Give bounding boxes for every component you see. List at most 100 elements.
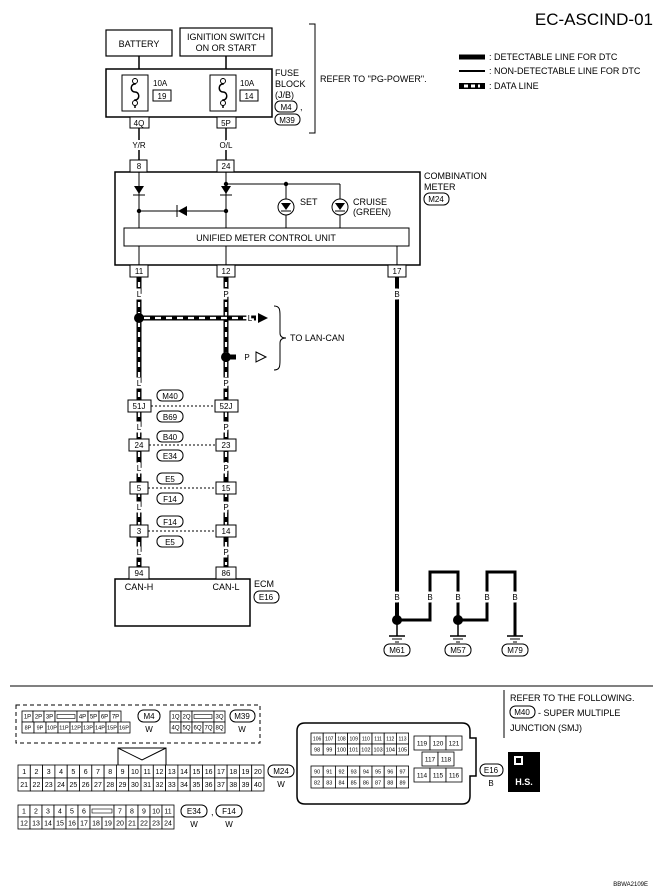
- connector-cavity: [161, 816, 175, 830]
- connector-pin-label: 21: [20, 782, 28, 789]
- fuse-block-label-3: (J/B): [275, 90, 294, 100]
- combo-label-2: METER: [424, 182, 456, 192]
- fuse-conn-m39: M39: [279, 116, 295, 125]
- pin-14: 14: [222, 527, 231, 536]
- connector-pin-label: 13P: [83, 725, 93, 731]
- connector-pin-label: 106: [313, 736, 322, 742]
- connector-pin-label: 115: [433, 772, 444, 779]
- wire-color-b-2: B: [394, 593, 399, 602]
- e34-label: E34: [187, 807, 202, 816]
- set-label: SET: [300, 197, 318, 207]
- ecm-conn: E16: [259, 593, 274, 602]
- pin-meter-12: 12: [222, 267, 231, 276]
- connector-pin-label: 4P: [79, 715, 86, 721]
- refer-line-3: JUNCTION (SMJ): [510, 723, 582, 733]
- connector-pin-label: 108: [337, 736, 346, 742]
- connector-pin-label: 39: [242, 782, 250, 789]
- connector-pin-label: 87: [375, 780, 381, 786]
- ground-icon-1: [389, 635, 405, 643]
- connector-pin-label: 11P: [59, 725, 69, 731]
- connector-pin-label: 102: [361, 747, 370, 753]
- connector-pin-label: 11: [164, 809, 171, 816]
- connector-pin-label: 118: [441, 756, 452, 763]
- pin-51j: 51J: [133, 402, 146, 411]
- connector-pin-label: 28: [106, 782, 114, 789]
- fuse-19-amp: 10A: [153, 79, 168, 88]
- connector-pin-label: 26: [82, 782, 90, 789]
- connector-pin-label: 8P: [25, 725, 32, 731]
- wire-color-l-6: L: [137, 548, 142, 557]
- connector-pin-label: 4: [58, 809, 62, 816]
- wire-color-l-5: L: [137, 503, 142, 512]
- connector-pin-label: 97: [399, 769, 405, 775]
- connector-pin-label: 119: [417, 740, 428, 747]
- wire-color-b-1: B: [394, 290, 399, 299]
- wire-color-yr: Y/R: [132, 141, 146, 150]
- connector-pin-label: 85: [351, 780, 357, 786]
- cruise-lamp-icon: [331, 198, 349, 216]
- connector-pin-label: 100: [337, 747, 346, 753]
- connector-pin-label: 14: [180, 769, 188, 776]
- connector-pin-label: 40: [254, 782, 262, 789]
- connector-pin-label: 6: [82, 809, 86, 816]
- fuse-19-num: 19: [158, 92, 167, 101]
- ground-m61: M61: [389, 646, 405, 655]
- pin-5p: 5P: [221, 119, 231, 128]
- connector-pin-label: 5: [71, 769, 75, 776]
- connector-pin-label: 121: [449, 740, 460, 747]
- legend-non-detectable: : NON-DETECTABLE LINE FOR DTC: [489, 66, 641, 76]
- connector-pin-label: 25: [69, 782, 77, 789]
- connector-pin-label: 3Q: [215, 715, 223, 721]
- connector-pin-label: 3P: [46, 715, 53, 721]
- wire-color-b-4: B: [455, 593, 460, 602]
- connector-pin-label: 15P: [107, 725, 117, 731]
- connector-pin-label: 17: [80, 821, 88, 828]
- joint-e5-2: E5: [165, 538, 175, 547]
- lan-wire-l: L: [248, 314, 253, 323]
- connector-pin-label: 10P: [47, 725, 57, 731]
- junction-1: 51J 52J M40 B69: [127, 389, 239, 423]
- m39-color: W: [238, 725, 246, 734]
- connector-pin-label: 3: [47, 769, 51, 776]
- joint-e5: E5: [165, 475, 175, 484]
- refer-line-1: REFER TO THE FOLLOWING.: [510, 693, 635, 703]
- joint-m40: M40: [162, 392, 178, 401]
- joint-f14-2: F14: [163, 518, 177, 527]
- m24-label: M24: [273, 767, 289, 776]
- ecm-can-l: CAN-L: [212, 582, 239, 592]
- connector-pin-label: 105: [398, 747, 407, 753]
- connector-pin-label: 14: [44, 821, 52, 828]
- connector-pin-label: 2: [34, 809, 38, 816]
- connector-pin-label: 2P: [35, 715, 42, 721]
- pin-meter-24: 24: [222, 162, 231, 171]
- connector-key-icon: [91, 808, 113, 814]
- fuse-conn-sep: ,: [300, 102, 303, 112]
- connector-pin-label: 12P: [71, 725, 81, 731]
- connector-pin-label: 10: [131, 769, 139, 776]
- wire-color-b-3: B: [427, 593, 432, 602]
- connector-pin-label: 19: [104, 821, 112, 828]
- connector-pin-label: 12: [156, 769, 164, 776]
- fuse-14-amp: 10A: [240, 79, 255, 88]
- connector-pin-label: 34: [180, 782, 188, 789]
- connector-pin-label: 7: [96, 769, 100, 776]
- cruise-label-1: CRUISE: [353, 197, 387, 207]
- wire-color-l-4: L: [137, 464, 142, 473]
- junction-2: 24 23 B40 E34: [128, 430, 237, 462]
- connector-e16-shell: [296, 722, 477, 805]
- connector-pin-label: 9P: [37, 725, 44, 731]
- connector-pin-label: 1Q: [171, 715, 179, 721]
- joint-b40: B40: [163, 433, 178, 442]
- connector-pin-label: 112: [386, 736, 394, 742]
- diode-cross-icon: [178, 206, 187, 216]
- connector-pin-label: 11: [144, 769, 151, 776]
- pin-52j: 52J: [220, 402, 233, 411]
- connector-pin-label: 120: [433, 740, 444, 747]
- m4-color: W: [145, 725, 153, 734]
- ignition-label-2: ON OR START: [196, 43, 257, 53]
- connector-pin-label: 111: [374, 736, 382, 742]
- connector-cavity: [54, 710, 78, 723]
